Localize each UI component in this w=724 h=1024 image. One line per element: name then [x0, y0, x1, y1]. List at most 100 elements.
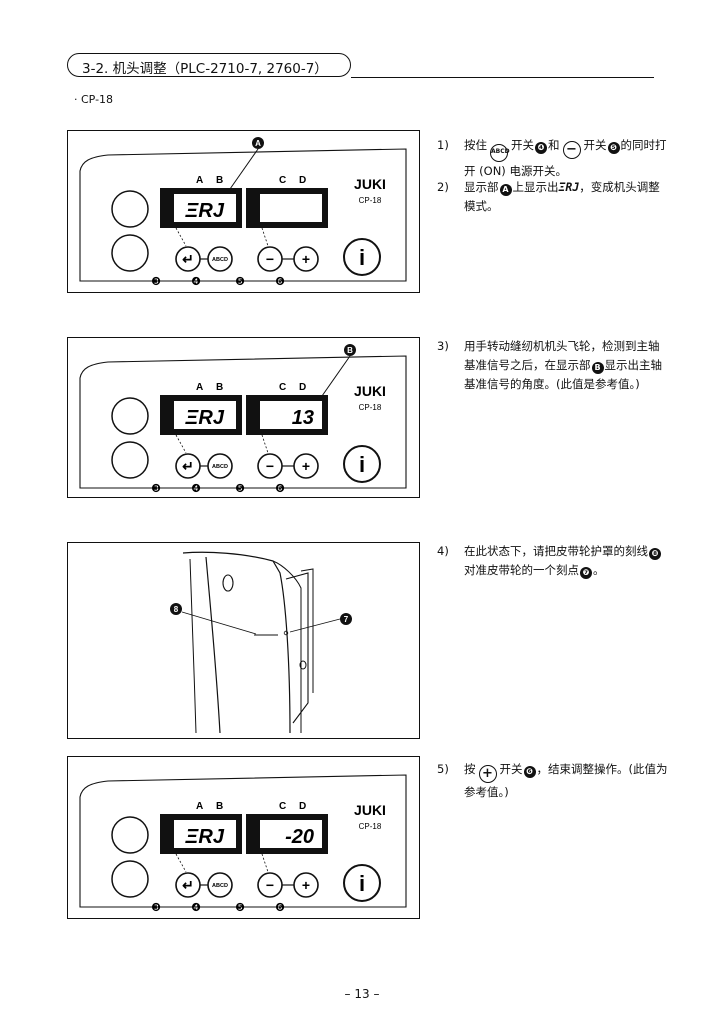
display-column-label: A — [196, 175, 203, 186]
display-marker-badge — [344, 344, 356, 356]
svg-text:i: i — [359, 871, 365, 896]
display-ab-value: ΞRJ — [184, 200, 225, 222]
display-cd-value: 13 — [292, 407, 314, 429]
heading-rule — [351, 77, 654, 78]
step-text: ，结束调整操作。(此值为参考值。) — [464, 762, 668, 799]
callout-badge: ❼ — [580, 567, 592, 579]
svg-text:i: i — [359, 452, 365, 477]
callout-badge: ❻ — [523, 766, 536, 778]
step-text: 开关 — [511, 138, 534, 152]
model-label: CP-18 — [359, 822, 382, 831]
model-label: CP-18 — [359, 403, 382, 412]
step-number: 3) — [437, 339, 449, 353]
abcd-key-icon: ABCD — [490, 144, 510, 162]
pattern-select-key-icon — [111, 397, 149, 435]
callout-7-dot — [340, 613, 352, 625]
svg-text:−: − — [266, 458, 274, 474]
step-text: 开关 — [583, 138, 607, 152]
info-icon — [343, 238, 381, 276]
svg-text:−: − — [266, 251, 274, 267]
display-column-label: A — [196, 382, 203, 393]
section-heading: 3-2. 机头调整（PLC-2710-7, 2760-7） — [67, 53, 351, 77]
callout-badge: A — [499, 184, 512, 196]
display-column-label: A — [196, 801, 203, 812]
display-column-label: B — [216, 175, 223, 186]
step-number: 1) — [437, 138, 449, 152]
info-icon — [343, 445, 381, 483]
callout-number: ❺ — [235, 902, 245, 914]
juki-logo: JUKI — [354, 802, 386, 818]
callout-number: ❹ — [191, 902, 201, 914]
model-bullet: · CP-18 — [74, 93, 114, 106]
display-column-label: D — [299, 801, 306, 812]
callout-8-dot — [170, 603, 182, 615]
callout-number: ❻ — [275, 483, 285, 495]
step-text: 上显示出 — [512, 180, 559, 194]
callout-badge: ❺ — [607, 142, 620, 154]
pattern-edit-key-icon — [111, 441, 149, 479]
svg-text:↵: ↵ — [182, 458, 194, 474]
pulley-drawing: 8 7 — [170, 551, 352, 734]
step-text: 在此状态下，请把皮带轮护罩的刻线 — [464, 544, 648, 558]
step-text: 按 — [464, 762, 476, 776]
step-text: 按住 — [464, 138, 487, 152]
callout-number: ❹ — [191, 483, 201, 495]
display-column-label: C — [279, 175, 286, 186]
display-marker-label: A — [255, 139, 261, 148]
panel-outline — [79, 355, 407, 489]
callout-number: ❸ — [151, 483, 161, 495]
callout-number: ❸ — [151, 902, 161, 914]
step-text: 的同时打开 (ON) 电源开关。 — [464, 138, 667, 178]
callout-badge: B — [591, 362, 604, 374]
callout-number: ❹ — [191, 276, 201, 288]
model-label: CP-18 — [359, 196, 382, 205]
step-text: ，变成机头调整模式。 — [464, 180, 660, 213]
display-code: ΞRJ — [558, 180, 580, 194]
step-text: 显示出主轴基准信号的角度。(此值是参考值。) — [464, 358, 662, 391]
display-cd-value: -20 — [285, 826, 314, 848]
display-column-label: C — [279, 801, 286, 812]
step-number: 2) — [437, 180, 449, 194]
step-number: 5) — [437, 762, 449, 776]
callout-badge: ❹ — [535, 142, 547, 154]
svg-text:ABCD: ABCD — [212, 464, 228, 470]
pattern-select-key-icon — [111, 816, 149, 854]
panel-outline — [79, 148, 407, 282]
svg-text:−: − — [266, 877, 274, 893]
step-text: 对准皮带轮的一个刻点 — [464, 563, 579, 577]
svg-text:7: 7 — [344, 615, 349, 624]
display-column-label: B — [216, 382, 223, 393]
callout-number: ❻ — [275, 902, 285, 914]
display-column-label: D — [299, 382, 306, 393]
svg-text:i: i — [359, 245, 365, 270]
pattern-edit-key-icon — [111, 234, 149, 272]
display-column-label: B — [216, 801, 223, 812]
juki-logo: JUKI — [354, 176, 386, 192]
display-ab-value: ΞRJ — [184, 407, 225, 429]
display-column-label: C — [279, 382, 286, 393]
step-text: 和 — [548, 138, 560, 152]
svg-text:↵: ↵ — [182, 877, 194, 893]
minus-key-icon: − — [562, 141, 581, 159]
step-text: 。 — [593, 563, 605, 577]
svg-text:8: 8 — [174, 605, 179, 614]
svg-text:+: + — [302, 877, 310, 893]
display-marker-label: B — [347, 346, 353, 355]
callout-number: ❻ — [275, 276, 285, 288]
plus-key-icon: + — [478, 765, 497, 783]
svg-text:+: + — [302, 251, 310, 267]
step-text: 开关 — [499, 762, 523, 776]
pattern-select-key-icon — [111, 190, 149, 228]
display-ab-value: ΞRJ — [184, 826, 225, 848]
step-text: 显示部 — [464, 180, 499, 194]
callout-number: ❸ — [151, 276, 161, 288]
pulley-figure: 8 7 — [67, 542, 420, 739]
section-title: 3-2. 机头调整（PLC-2710-7, 2760-7） — [82, 61, 328, 77]
callout-number: ❺ — [235, 483, 245, 495]
juki-logo: JUKI — [354, 383, 386, 399]
